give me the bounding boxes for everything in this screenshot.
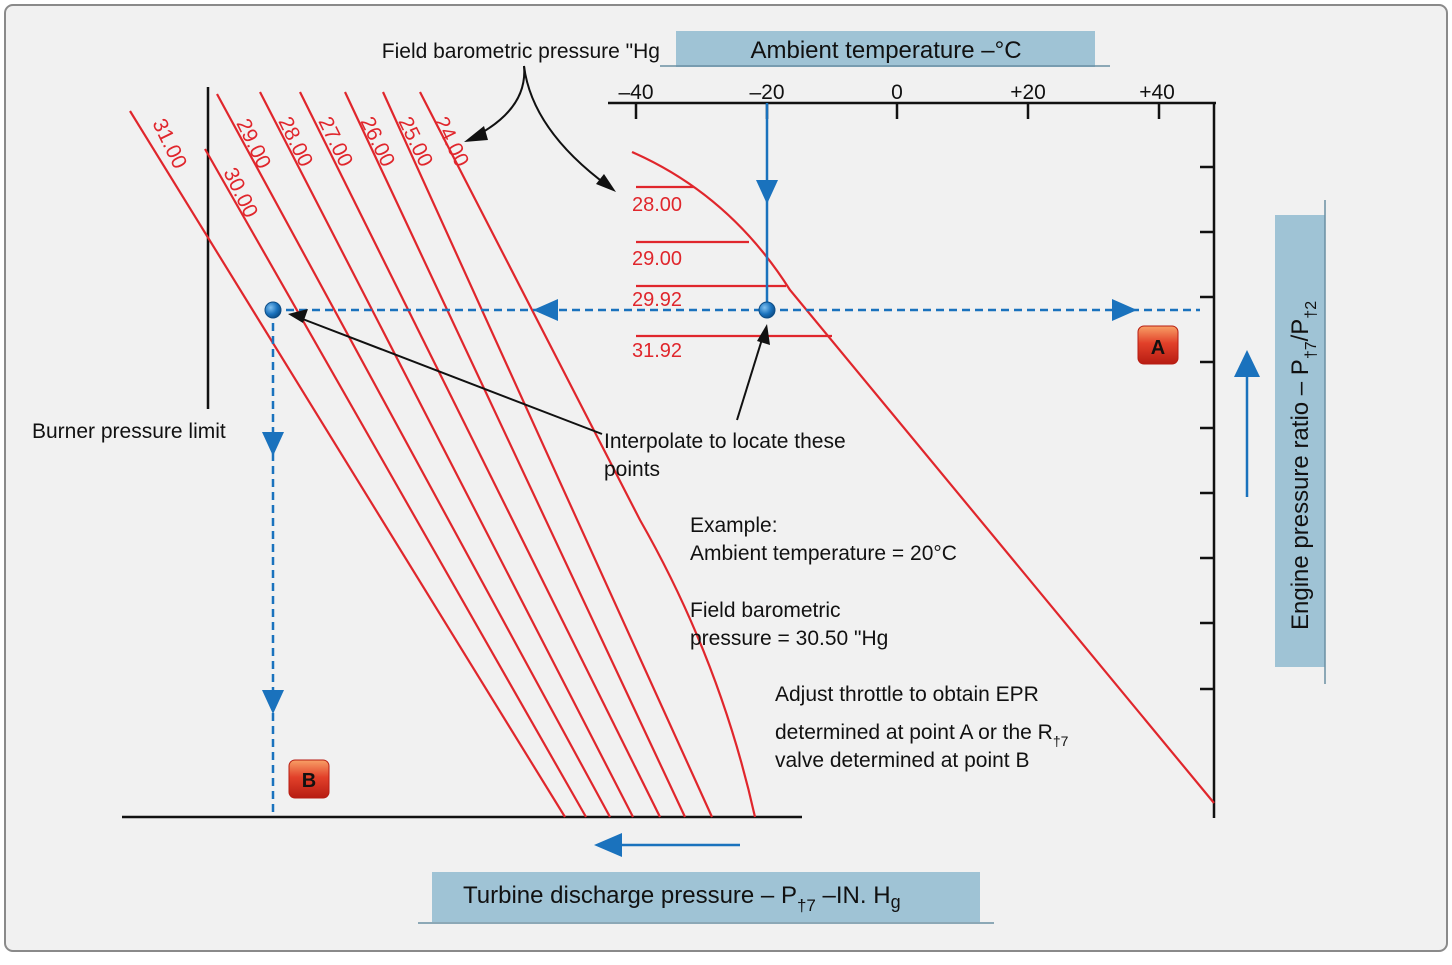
level-label-2992: 29.92 [632, 289, 682, 311]
adjust-line-1: Adjust throttle to obtain EPR [775, 683, 1039, 706]
tick-label-minus20: –20 [749, 81, 784, 104]
example-line-2: Ambient temperature = 20°C [690, 542, 957, 565]
ambient-axis-title: Ambient temperature –°C [750, 37, 1021, 64]
interpolate-line-1 [299, 317, 603, 435]
arrow-down-icon [756, 180, 778, 204]
pressure-level-labels: 28.00 29.00 29.92 31.92 [632, 194, 682, 362]
example-line-3: Field barometric [690, 599, 841, 622]
point-dot [758, 301, 776, 319]
tick-label-0: 0 [891, 81, 903, 104]
interpolate-line-2 [736, 335, 764, 421]
level-label-29: 29.00 [632, 248, 682, 270]
adjust-line-2: determined at point A or the R†7 [775, 721, 1069, 749]
turbine-axis-title: Turbine discharge pressure – P†7 –IN. Hg [463, 882, 901, 915]
arrow-head-icon [464, 126, 488, 142]
arrow-head-icon [288, 309, 308, 323]
field-barometric-label: Field barometric pressure "Hg [382, 40, 660, 63]
arrow-up-icon [1234, 350, 1260, 377]
interpolate-label-1: Interpolate to locate these [604, 430, 846, 453]
arrow-left-icon [533, 299, 558, 321]
arrow-down-icon [262, 690, 284, 714]
badge-b [288, 759, 330, 799]
arrow-head-icon [757, 324, 770, 345]
tick-label-plus40: +40 [1139, 81, 1175, 104]
arrow-left-icon [594, 833, 622, 857]
callout-right-line [523, 65, 609, 187]
pressure-lines [129, 91, 1215, 818]
ambient-title-box [676, 31, 1095, 67]
arrow-down-icon [262, 432, 284, 456]
tick-label-plus20: +20 [1010, 81, 1046, 104]
badge-a-label: A [1151, 337, 1165, 359]
interpolate-label-2: points [604, 458, 660, 481]
epr-axis-title: Engine pressure ratio – P†7/P†2 [1287, 301, 1320, 630]
epr-ticks [1200, 165, 1214, 691]
example-line-1: Example: [690, 514, 778, 537]
badge-a [1137, 325, 1179, 365]
point-dot [264, 301, 282, 319]
level-label-28: 28.00 [632, 194, 682, 216]
adjust-line-3: valve determined at point B [775, 749, 1029, 772]
badge-b-label: B [302, 770, 316, 792]
panel-border [4, 4, 1448, 952]
callout-left-line [475, 65, 526, 137]
arrow-right-icon [1112, 299, 1137, 321]
burner-limit-label: Burner pressure limit [32, 420, 226, 443]
turbine-title-box [432, 872, 980, 922]
tick-label-minus40: –40 [618, 81, 653, 104]
level-label-3192: 31.92 [632, 340, 682, 362]
arrow-head-icon [596, 174, 616, 192]
example-line-4: pressure = 30.50 "Hg [690, 627, 888, 650]
epr-title-box [1275, 215, 1325, 667]
